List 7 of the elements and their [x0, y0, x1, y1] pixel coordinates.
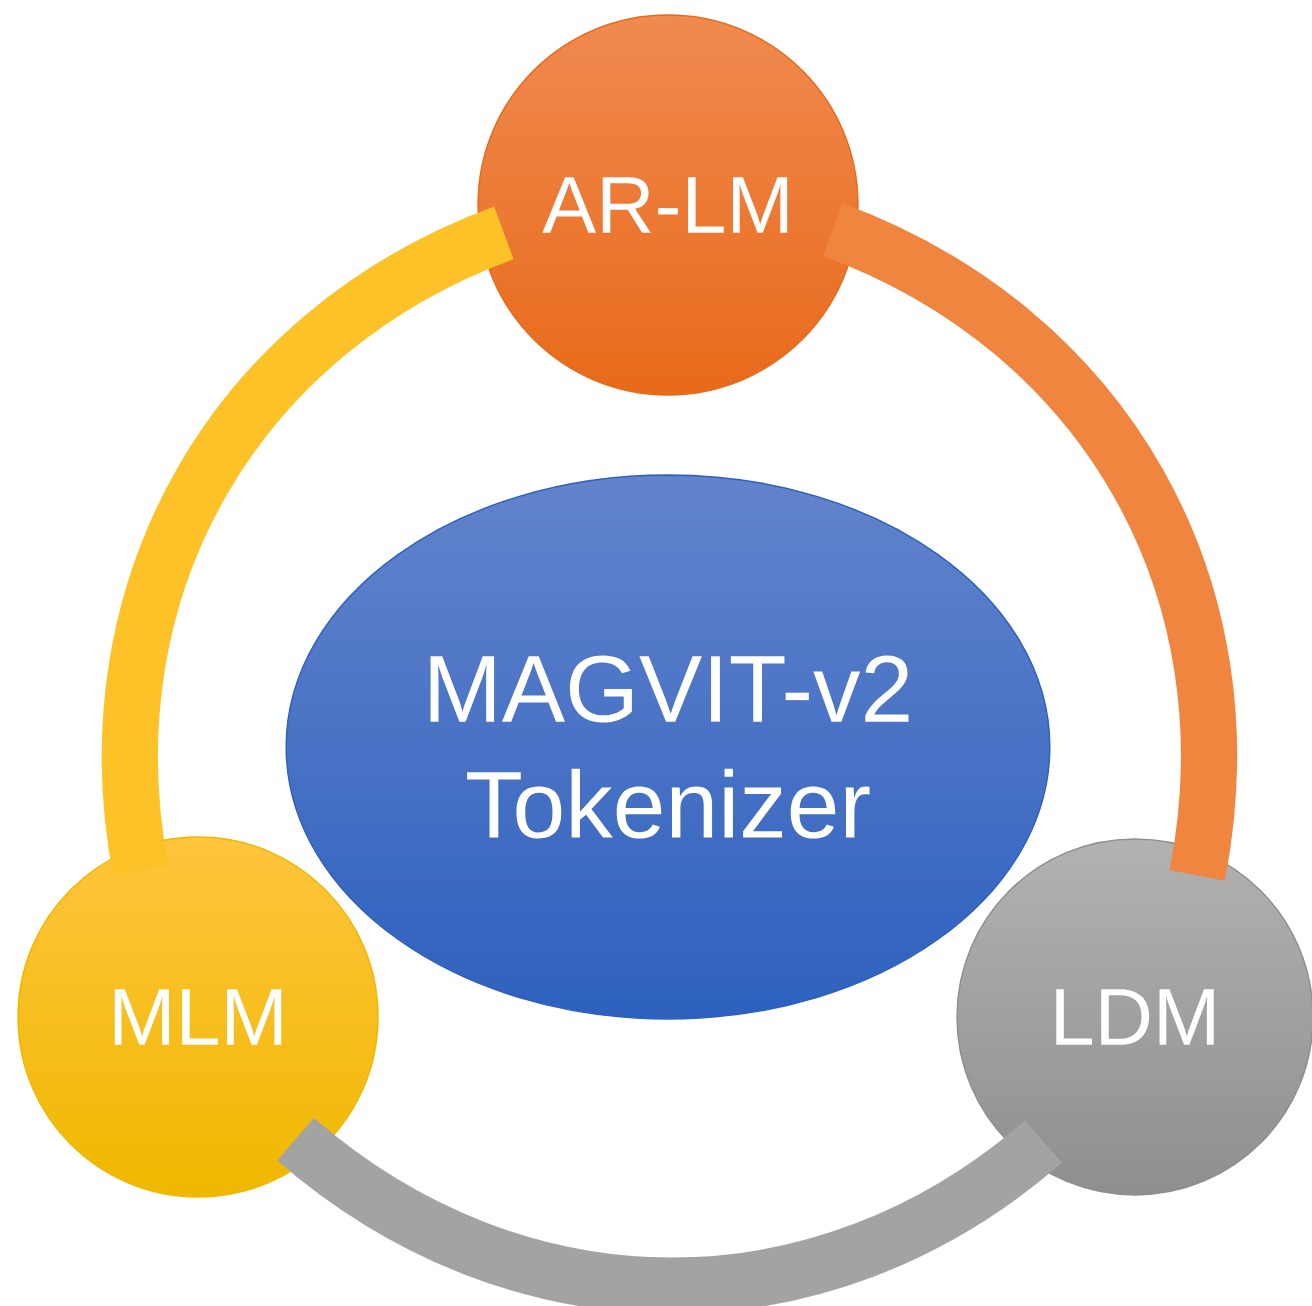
circle-node: MLM	[17, 836, 379, 1198]
ring-arc	[102, 207, 516, 876]
ellipse-node: MAGVIT-v2 Tokenizer	[285, 474, 1051, 1020]
ring-arc	[821, 203, 1237, 880]
ring-arc	[278, 1117, 1061, 1306]
circle-node: AR-LM	[477, 14, 859, 396]
circle-node: LDM	[956, 838, 1312, 1196]
